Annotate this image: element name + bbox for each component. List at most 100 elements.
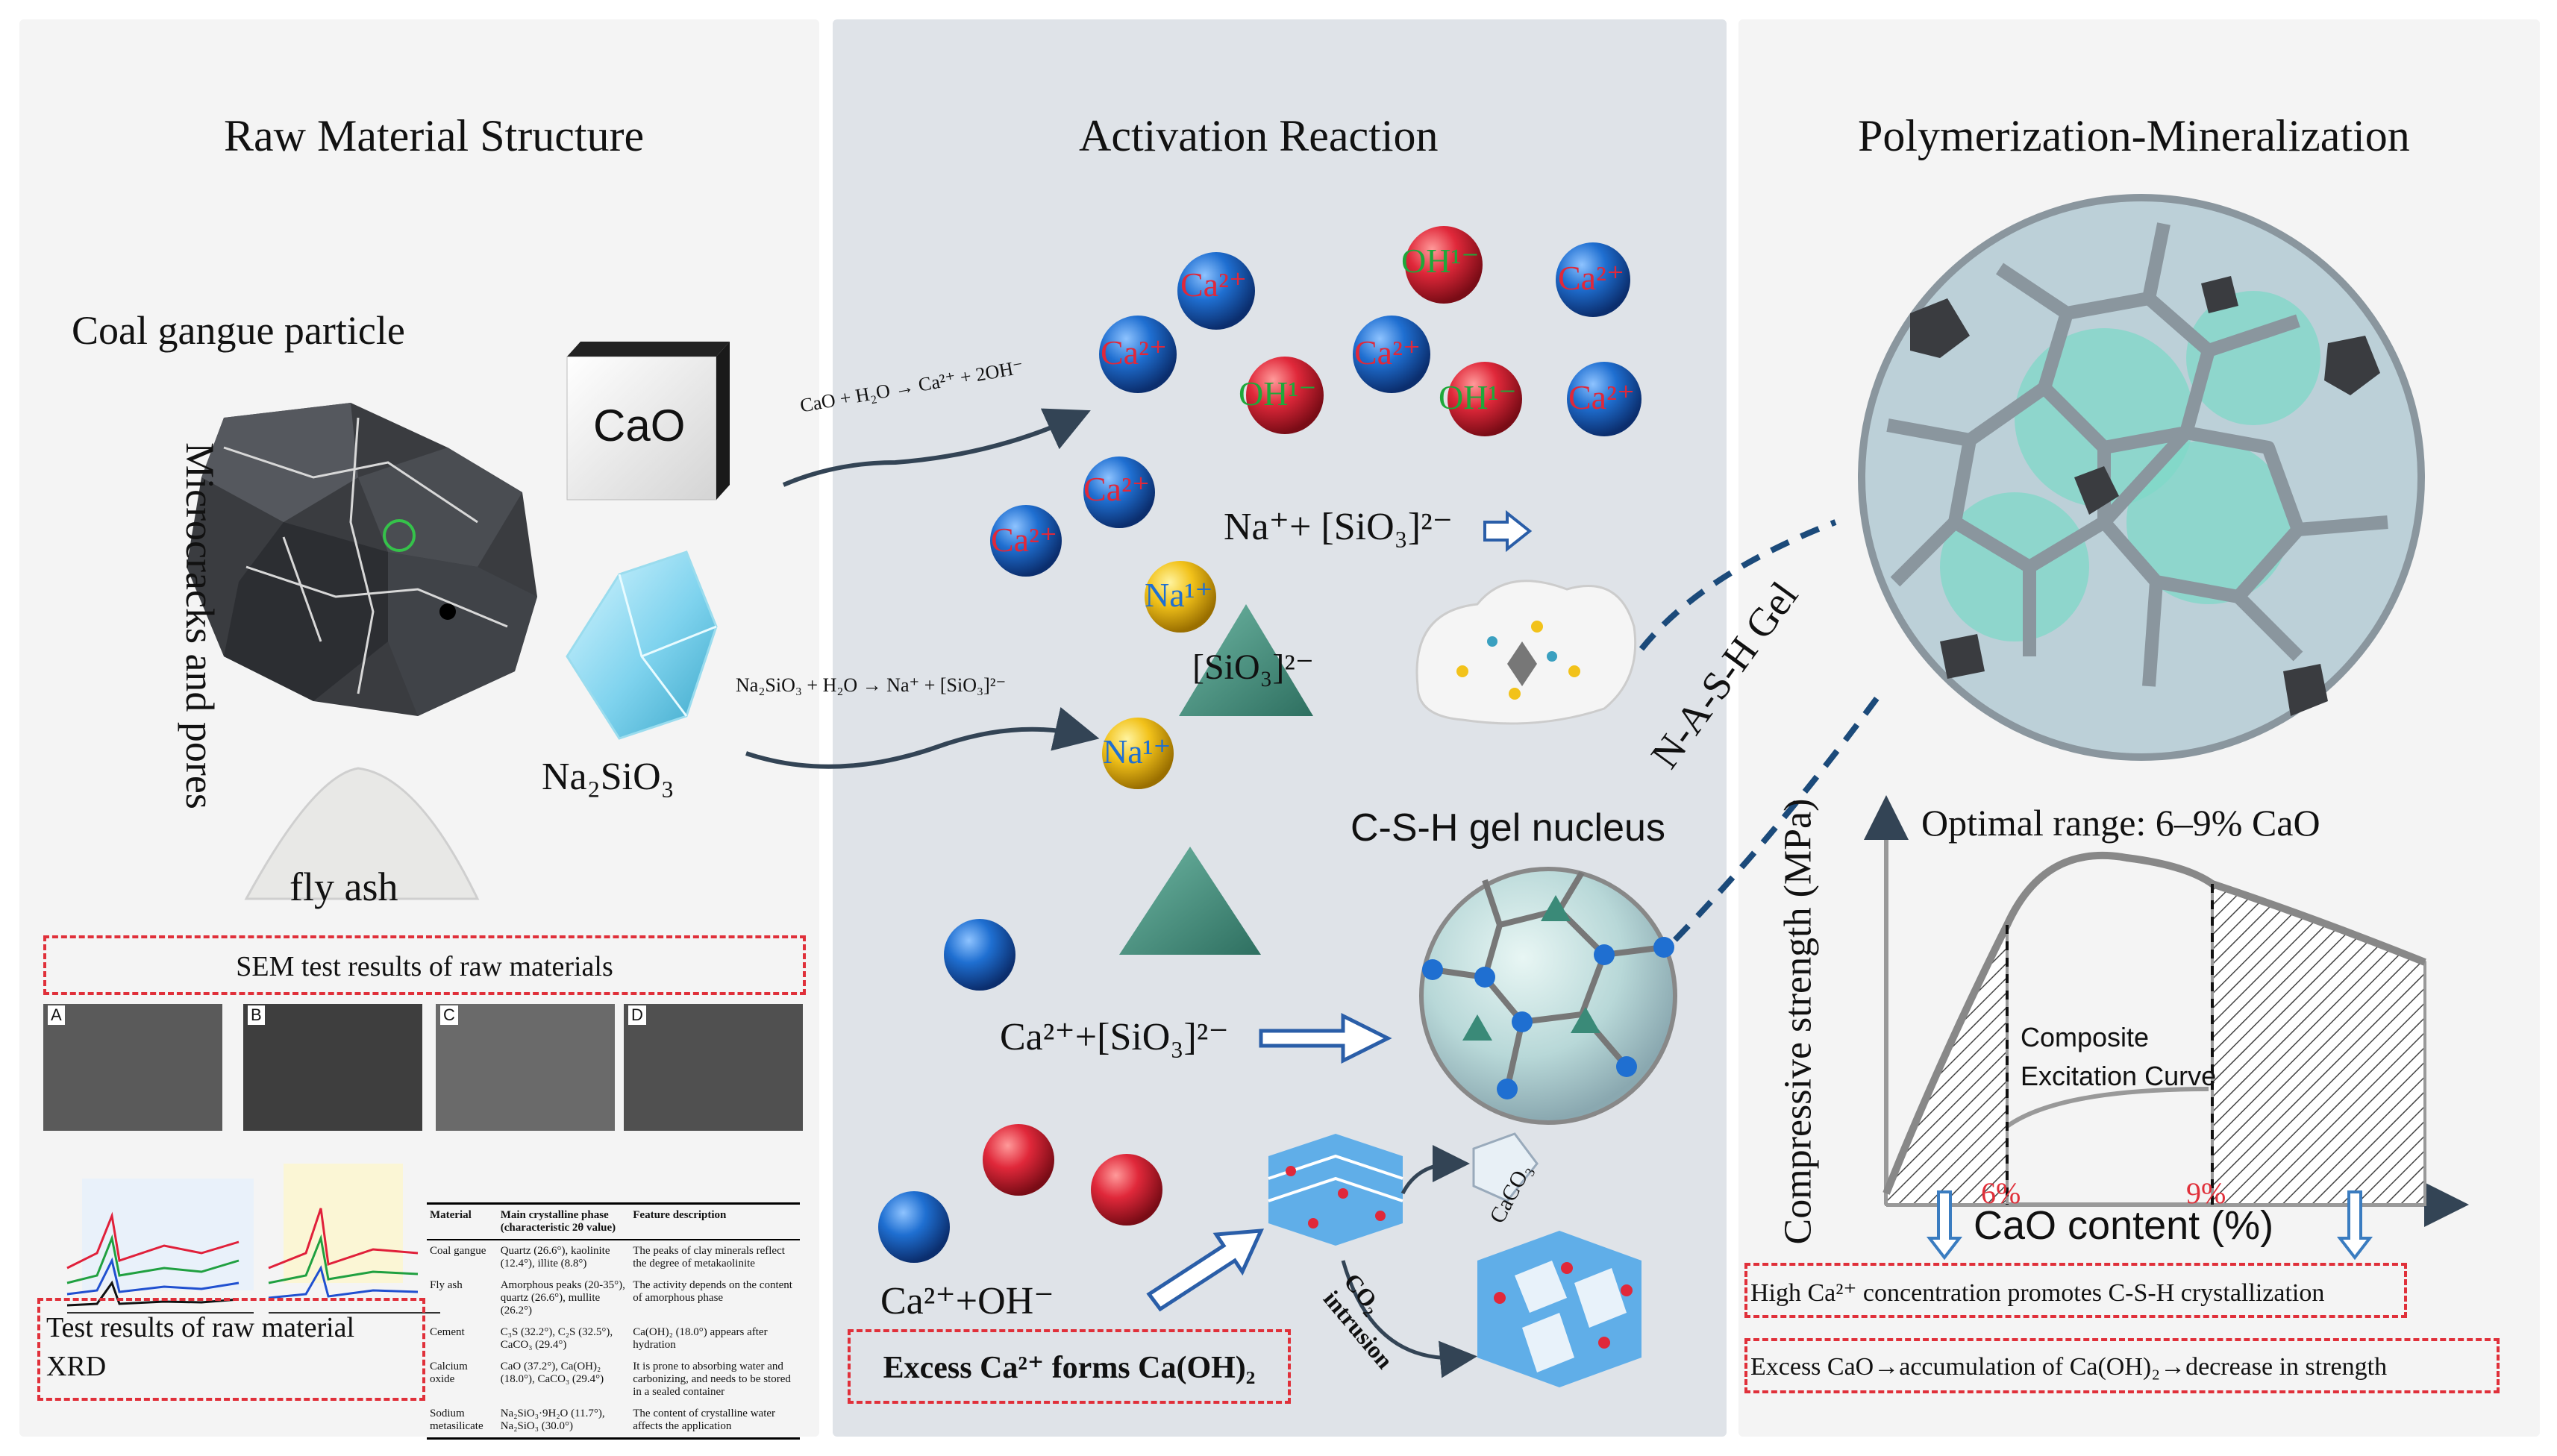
composite-curve-label: Composite Excitation Curve	[2021, 1022, 2217, 1091]
xrd-plots	[66, 1164, 440, 1314]
hollow-arrow-icon	[1483, 509, 1533, 553]
silicate-label: [SiO₃]²⁻	[1192, 647, 1315, 687]
sem-title: SEM test results of raw materials	[236, 951, 613, 982]
reaction-arrow-cao	[782, 408, 1091, 487]
table-cell: Sodium metasilicate	[427, 1403, 498, 1440]
table-cell: It is prone to absorbing water and carbo…	[633, 1361, 791, 1398]
pore-marker-icon	[383, 519, 416, 552]
ion-label-oh: OH¹⁻	[1401, 242, 1480, 280]
ion-label-ca: Ca²⁺	[1558, 259, 1625, 297]
ion-label-na: Na¹⁺	[1103, 732, 1171, 771]
csh-gel-nucleus	[1419, 867, 1677, 1125]
ion-label-ca: Ca²⁺	[1180, 266, 1248, 304]
ion-label-ca: Ca²⁺	[991, 521, 1058, 559]
carbonation-arrow	[1400, 1145, 1470, 1195]
equation-na2sio3: Na₂SiO₃ + H₂O → Na⁺ + [SiO₃]²⁻	[736, 674, 1007, 696]
sem-image-a: A	[43, 1004, 222, 1131]
title-polymerization: Polymerization-Mineralization	[1858, 111, 2410, 160]
sem-panel-label: A	[48, 1005, 65, 1025]
table-cell: Quartz (26.6°), kaolinite (12.4°), illit…	[500, 1245, 610, 1270]
ca-oh-label: Ca²⁺+OH⁻	[880, 1280, 1054, 1322]
sem-panel-label: B	[248, 1005, 265, 1025]
na2sio3-label: Na₂SiO₃	[542, 756, 675, 798]
fly-ash-pile	[244, 767, 480, 900]
co2-intrusion-arrow	[1341, 1260, 1477, 1378]
table-header: Main crystalline phase (characteristic 2…	[497, 1202, 630, 1240]
down-arrow-icon	[2336, 1190, 2373, 1261]
caco3-layer-structure	[1477, 1231, 1641, 1387]
title-activation: Activation Reaction	[1079, 111, 1439, 160]
table-header: Material	[427, 1202, 498, 1240]
ion-group	[878, 226, 1641, 1263]
sem-image-b: B	[243, 1004, 422, 1131]
ca-concentration-label: High Ca²⁺ concentration promotes C-S-H c…	[1750, 1279, 2325, 1307]
chart-xlabel: CaO content (%)	[1974, 1203, 2274, 1248]
coal-gangue-particle	[187, 403, 537, 716]
ion-label-ca: Ca²⁺	[1101, 333, 1168, 371]
silicate-tetrahedron-icon	[1179, 604, 1313, 716]
sem-image-c: C	[436, 1004, 615, 1131]
caoh2-layer-structure	[1268, 1134, 1403, 1246]
table-cell: Calcium oxide	[430, 1361, 468, 1385]
excess-cao-box: Excess CaO→accumulation of Ca(OH)₂→decre…	[1744, 1338, 2500, 1393]
ca-silicate-label: Ca²⁺+[SiO₃]²⁻	[1000, 1016, 1229, 1058]
caco3-crystal	[1472, 1132, 1539, 1202]
x-mark-9: 9%	[2186, 1176, 2226, 1210]
hollow-arrow-icon	[1259, 1012, 1392, 1064]
ion-label-ca: Ca²⁺	[1568, 378, 1636, 416]
xrd-title-box: Test results of raw material XRD	[37, 1298, 425, 1401]
table-cell: The content of crystalline water affects…	[630, 1403, 800, 1440]
sem-image-d: D	[624, 1004, 803, 1131]
xrd-title: Test results of raw material XRD	[46, 1312, 355, 1382]
gel-connector	[1673, 691, 1883, 942]
composite-curve	[2006, 1087, 2209, 1129]
excess-ca-label: Excess Ca²⁺ forms Ca(OH)₂	[883, 1351, 1256, 1385]
table-cell: Cement	[430, 1326, 465, 1338]
silicate-tetrahedron-icon	[1119, 847, 1261, 955]
table-header: Feature description	[630, 1202, 800, 1240]
ca-concentration-box: High Ca²⁺ concentration promotes C-S-H c…	[1744, 1263, 2407, 1318]
ion-label-oh: OH¹⁻	[1439, 378, 1517, 416]
table-cell: The activity depends on the content of a…	[633, 1279, 792, 1304]
table-row: Calcium oxide CaO (37.2°), Ca(OH)₂ (18.0…	[427, 1356, 800, 1403]
ion-label-oh: OH¹⁻	[1239, 374, 1317, 412]
down-arrow-icon	[1926, 1190, 1963, 1261]
table-row: Sodium metasilicate Na₂SiO₃·9H₂O (11.7°)…	[427, 1403, 800, 1440]
table-row: Fly ash Amorphous peaks (20-35°), quartz…	[427, 1275, 800, 1322]
table-cell: Coal gangue	[430, 1245, 486, 1257]
ion-label-ca: Ca²⁺	[1354, 333, 1421, 371]
title-raw-material: Raw Material Structure	[224, 111, 645, 160]
nash-gel-cloud	[1415, 580, 1637, 725]
polymerized-gel-sphere	[1858, 194, 2425, 761]
xrd-table: Material Main crystalline phase (charact…	[427, 1202, 800, 1440]
ion-label-na: Na¹⁺	[1145, 576, 1213, 614]
strength-curve	[1882, 851, 2426, 1195]
gel-connector	[1639, 519, 1837, 651]
reaction-arrow-na2sio3	[745, 706, 1100, 769]
hollow-arrow-icon	[1146, 1228, 1265, 1312]
na-silicate-label: Na⁺+ [SiO₃]²⁻	[1224, 506, 1453, 548]
excess-cao-label: Excess CaO→accumulation of Ca(OH)₂→decre…	[1750, 1353, 2388, 1381]
fly-ash-label: fly ash	[289, 865, 398, 909]
cao-label: CaO	[593, 401, 686, 451]
coal-gangue-label: Coal gangue particle	[72, 308, 405, 353]
ion-label-ca: Ca²⁺	[1083, 470, 1151, 508]
sem-title-box: SEM test results of raw materials	[43, 935, 806, 995]
csh-label: C-S-H gel nucleus	[1351, 806, 1665, 850]
table-row: Cement C₃S (32.2°), C₂S (32.5°), CaCO₃ (…	[427, 1322, 800, 1356]
sem-panel-label: D	[628, 1005, 646, 1025]
table-cell: Na₂SiO₃·9H₂O (11.7°), Na₂SiO₃ (30.0°)	[497, 1403, 630, 1440]
table-cell: Amorphous peaks (20-35°), quartz (26.6°)…	[500, 1279, 625, 1317]
x-mark-6: 6%	[1981, 1176, 2021, 1210]
table-cell: CaO (37.2°), Ca(OH)₂ (18.0°), CaCO₃ (29.…	[500, 1361, 604, 1385]
sem-panel-label: C	[440, 1005, 458, 1025]
strength-chart	[1864, 795, 2469, 1261]
table-row: Coal gangue Quartz (26.6°), kaolinite (1…	[427, 1240, 800, 1275]
table-cell: C₃S (32.2°), C₂S (32.5°), CaCO₃ (29.4°)	[500, 1326, 613, 1351]
chart-title: Optimal range: 6–9% CaO	[1921, 802, 2320, 844]
table-cell: The peaks of clay minerals reflect the d…	[633, 1245, 785, 1270]
table-cell: Fly ash	[430, 1279, 463, 1291]
cao-cube	[566, 342, 730, 501]
chart-ylabel: Compressive strength (MPa)	[1777, 798, 1820, 1245]
